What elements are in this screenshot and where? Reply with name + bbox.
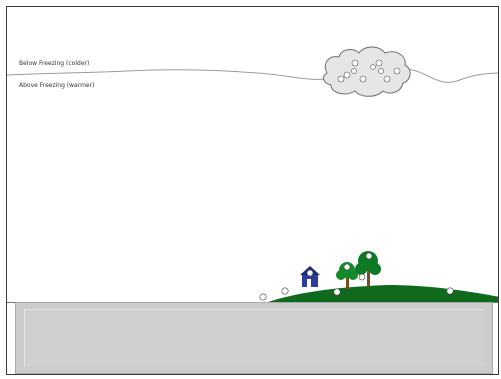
cloud-particle-icon[interactable] bbox=[378, 68, 383, 73]
ground-marker-icon[interactable] bbox=[260, 294, 266, 300]
freezing-level-line bbox=[7, 69, 499, 83]
ground-hill bbox=[265, 285, 499, 303]
house-particle-icon[interactable] bbox=[307, 270, 313, 276]
simulation-window: Below Freezing (colder) Above Freezing (… bbox=[6, 6, 499, 375]
above-freezing-label: Above Freezing (warmer) bbox=[19, 82, 94, 89]
cloud-particle-icon[interactable] bbox=[384, 76, 390, 82]
control-panel bbox=[15, 302, 493, 374]
tree-particle-icon[interactable] bbox=[344, 264, 350, 270]
ground-marker-icon[interactable] bbox=[282, 288, 288, 294]
ground-marker-icon[interactable] bbox=[447, 288, 453, 294]
cloud-particle-icon[interactable] bbox=[360, 76, 366, 82]
cloud-particle-icon[interactable] bbox=[338, 76, 344, 82]
cloud-particle-icon[interactable] bbox=[351, 68, 356, 73]
cloud-particle-icon[interactable] bbox=[344, 72, 350, 78]
control-panel-area[interactable] bbox=[24, 309, 484, 367]
house-icon bbox=[300, 266, 320, 287]
cloud[interactable] bbox=[324, 47, 411, 96]
below-freezing-label: Below Freezing (colder) bbox=[19, 60, 89, 67]
tree-particle-icon[interactable] bbox=[359, 274, 365, 280]
cloud-particle-icon[interactable] bbox=[352, 60, 358, 66]
cloud-particle-icon[interactable] bbox=[371, 65, 376, 70]
cloud-particle-icon[interactable] bbox=[376, 60, 382, 66]
cloud-particle-icon[interactable] bbox=[394, 68, 400, 74]
ground-marker-icon[interactable] bbox=[334, 289, 340, 295]
tree-particle-icon[interactable] bbox=[366, 253, 372, 259]
